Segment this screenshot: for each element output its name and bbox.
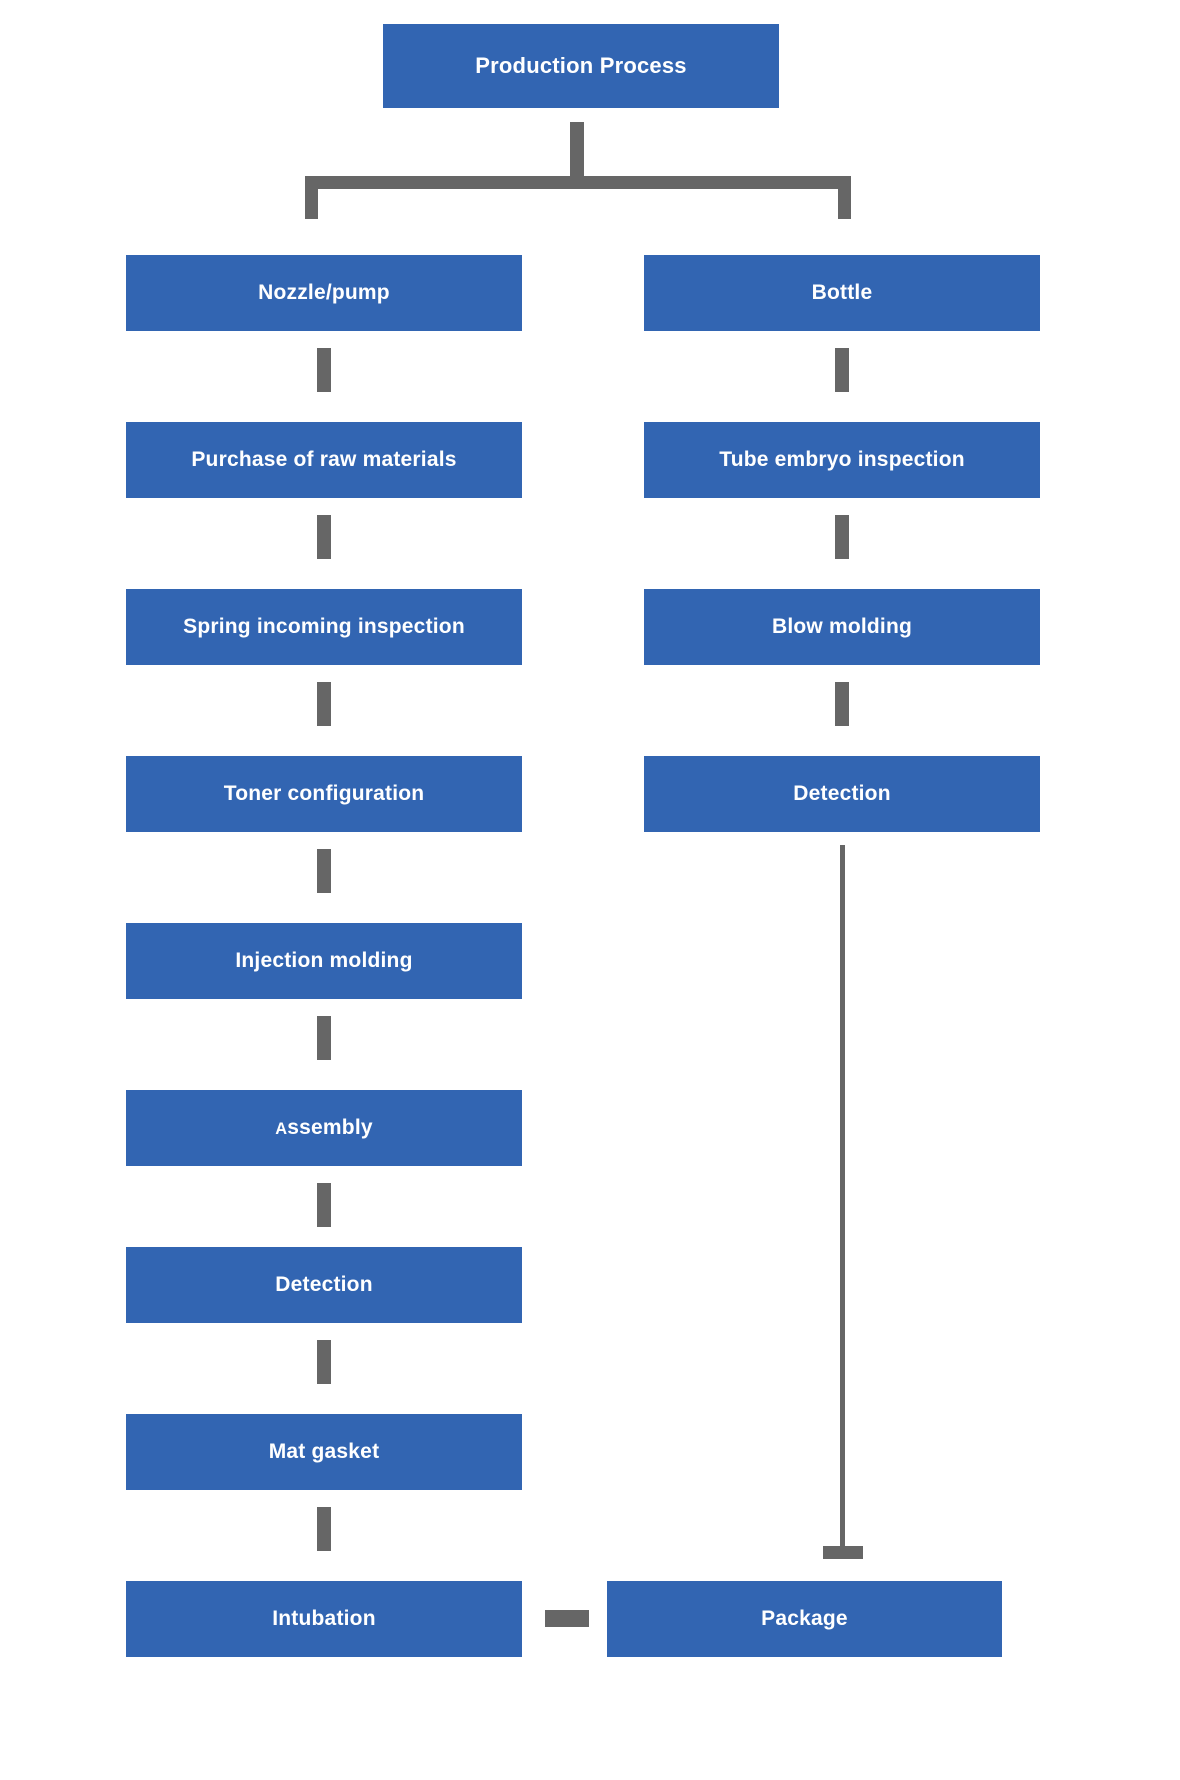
connector-left-7: [317, 1340, 331, 1384]
node-label: Assembly: [275, 1116, 372, 1139]
node-purchase-of-raw-materials[interactable]: Purchase of raw materials: [126, 422, 522, 498]
node-label: Nozzle/pump: [258, 281, 390, 305]
connector-left-4: [317, 849, 331, 893]
connector-intubation-to-package: [545, 1610, 589, 1627]
node-assembly[interactable]: Assembly: [126, 1090, 522, 1166]
node-label-rest: ssembly: [287, 1116, 373, 1140]
connector-left-3: [317, 682, 331, 726]
connector-bus-drop-left: [305, 176, 318, 219]
node-nozzle-pump[interactable]: Nozzle/pump: [126, 255, 522, 331]
connector-left-2: [317, 515, 331, 559]
connector-right-1: [835, 348, 849, 392]
node-label: Detection: [793, 782, 891, 806]
node-mat-gasket[interactable]: Mat gasket: [126, 1414, 522, 1490]
node-detection-left[interactable]: Detection: [126, 1247, 522, 1323]
connector-left-6: [317, 1183, 331, 1227]
node-label: Spring incoming inspection: [183, 615, 465, 639]
node-production-process[interactable]: Production Process: [383, 24, 779, 108]
connector-detection-to-package-cap: [823, 1546, 863, 1559]
connector-right-3: [835, 682, 849, 726]
connector-left-5: [317, 1016, 331, 1060]
node-label: Mat gasket: [268, 1440, 380, 1464]
node-label: Intubation: [272, 1607, 376, 1631]
node-label: Purchase of raw materials: [191, 448, 457, 472]
node-label: Blow molding: [771, 615, 913, 639]
connector-detection-to-package: [840, 845, 845, 1558]
connector-branch-bus: [305, 176, 851, 189]
connector-right-2: [835, 515, 849, 559]
connector-bus-drop-right: [838, 176, 851, 219]
connector-left-8: [317, 1507, 331, 1551]
node-label: Toner configuration: [223, 782, 425, 806]
node-label: Package: [761, 1607, 848, 1631]
node-detection-right[interactable]: Detection: [644, 756, 1040, 832]
connector-left-1: [317, 348, 331, 392]
node-package[interactable]: Package: [607, 1581, 1002, 1657]
node-injection-molding[interactable]: Injection molding: [126, 923, 522, 999]
node-blow-molding[interactable]: Blow molding: [644, 589, 1040, 665]
node-label: Bottle: [811, 281, 873, 305]
node-bottle[interactable]: Bottle: [644, 255, 1040, 331]
node-label: Tube embryo inspection: [719, 448, 965, 472]
node-label-initial: A: [275, 1120, 288, 1139]
node-intubation[interactable]: Intubation: [126, 1581, 522, 1657]
connector-root-down: [570, 122, 584, 176]
node-spring-incoming-inspection[interactable]: Spring incoming inspection: [126, 589, 522, 665]
node-label: Injection molding: [235, 949, 413, 973]
node-toner-configuration[interactable]: Toner configuration: [126, 756, 522, 832]
node-label: Detection: [275, 1273, 373, 1297]
node-label: Production Process: [475, 52, 687, 78]
node-tube-embryo-inspection[interactable]: Tube embryo inspection: [644, 422, 1040, 498]
